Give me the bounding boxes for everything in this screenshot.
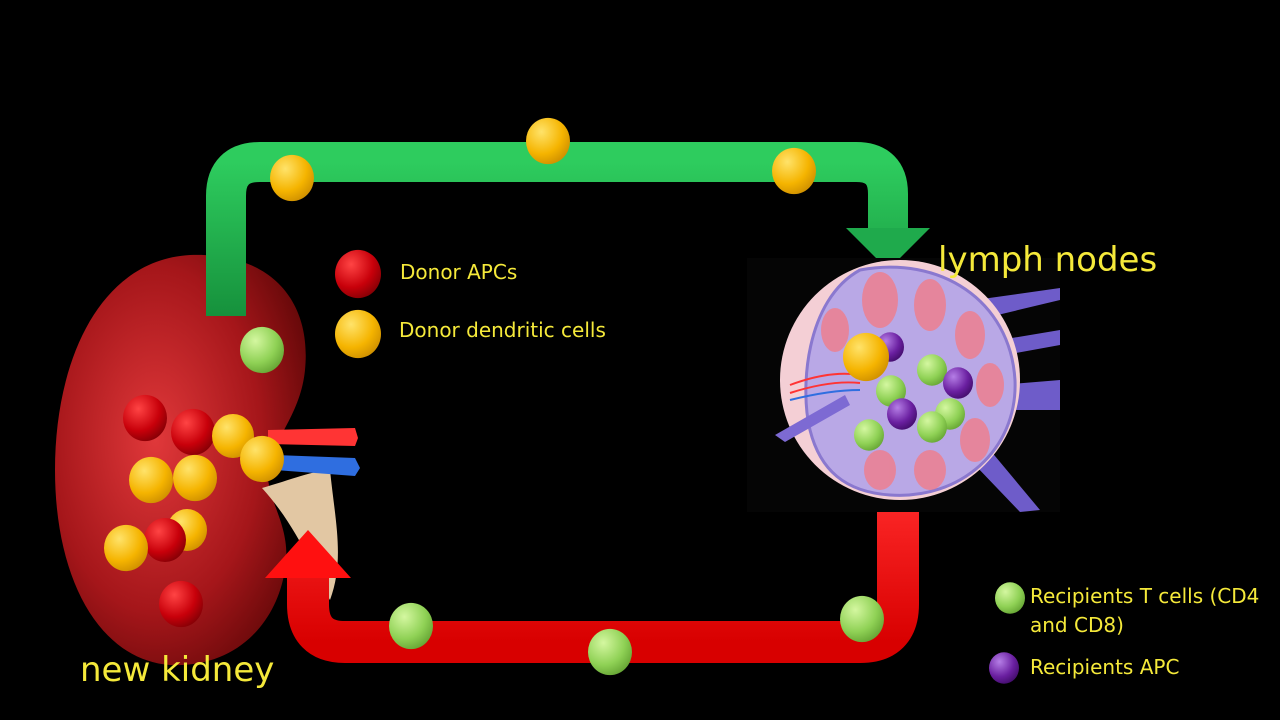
donor-apc-cell: [144, 517, 186, 563]
label-lymph-nodes: lymph nodes: [938, 240, 1158, 280]
donor-dendritic-cell: [129, 456, 173, 504]
donor-apc-cell: [171, 408, 215, 456]
recipient-apc-cell: [887, 398, 917, 430]
recipient-t-cell: [917, 354, 947, 386]
donor-dendritic-cell: [526, 117, 570, 165]
legend-marker-donor-dendritic: [335, 309, 381, 359]
recipient-t-cell: [854, 419, 884, 451]
donor-dendritic-cell: [270, 154, 314, 202]
renal-vein: [275, 455, 360, 476]
donor-dendritic-cell: [772, 147, 816, 195]
recipient-t-cell: [588, 628, 632, 676]
legend-marker-donor-apc: [335, 249, 381, 299]
legend-recipient-t-cells-line1: Recipients T cells (CD4: [1030, 584, 1260, 608]
cells-layer: [104, 117, 1025, 684]
recipient-apc-cell: [943, 367, 973, 399]
legend-donor-dendritic: Donor dendritic cells: [399, 318, 606, 342]
lymph-afferent-vessel: [775, 395, 850, 442]
donor-dendritic-cell: [173, 454, 217, 502]
legend-recipient-apc: Recipients APC: [1030, 655, 1180, 679]
recipient-t-cell: [840, 595, 884, 643]
recipient-t-cell: [389, 602, 433, 650]
legend-recipient-t-cells-line2: and CD8): [1030, 613, 1124, 637]
donor-apc-cell: [159, 580, 203, 628]
donor-dendritic-cell: [240, 435, 284, 483]
donor-dendritic-cell: [104, 524, 148, 572]
recipient-t-cell: [240, 326, 284, 374]
legend-marker-recipient-apc: [989, 652, 1019, 684]
donor-dendritic-cell: [843, 332, 889, 382]
legend-donor-apcs: Donor APCs: [400, 260, 518, 284]
lymph-follicles: [821, 272, 1004, 490]
label-new-kidney: new kidney: [80, 650, 275, 690]
green-arrow-to-lymph: [206, 142, 930, 316]
donor-apc-cell: [123, 394, 167, 442]
red-arrow-to-kidney: [265, 490, 919, 663]
renal-artery: [268, 428, 358, 446]
legend-marker-recipient-t-cell: [995, 582, 1025, 614]
recipient-t-cell: [917, 411, 947, 443]
